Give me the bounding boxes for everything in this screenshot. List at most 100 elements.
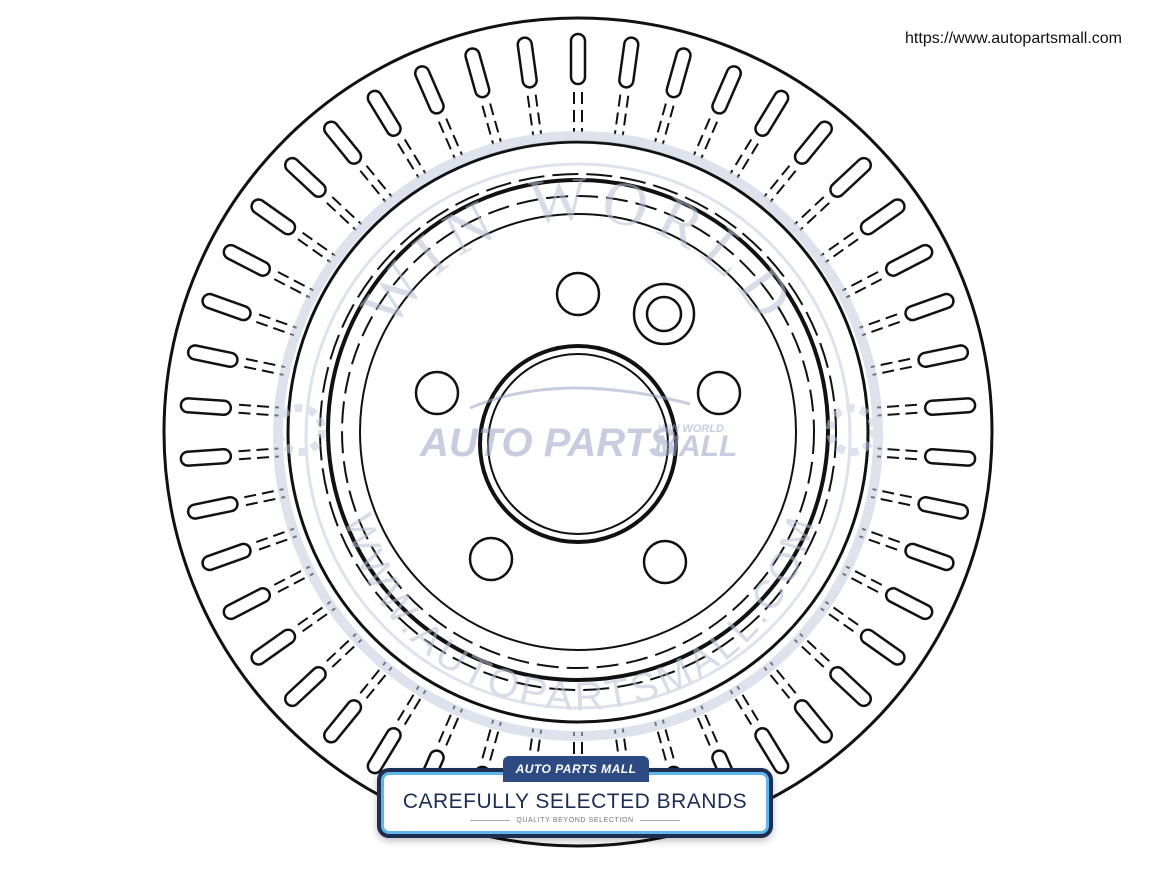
vent-slot <box>366 89 427 179</box>
vent-slot-outer <box>201 542 252 572</box>
vent-slot-outer <box>904 542 955 572</box>
vent-slot <box>729 685 790 775</box>
vent-slot-outer <box>859 198 906 236</box>
vent-slot-dash <box>238 411 279 417</box>
vent-slot <box>613 36 640 136</box>
vent-slot-dash <box>273 278 311 299</box>
vent-slot-dash <box>297 238 332 264</box>
vent-slot-dash <box>872 365 912 376</box>
vent-slot-outer <box>322 699 363 744</box>
vent-slot-dash <box>277 572 314 593</box>
vent-slot <box>464 47 502 145</box>
vent-slot-outer <box>516 36 538 89</box>
vent-slot-dash <box>824 238 859 264</box>
vent-slot <box>250 198 336 264</box>
vent-slot-dash <box>876 403 918 409</box>
vent-slot-dash <box>729 138 753 175</box>
vent-slot-outer <box>186 344 239 369</box>
vent-slot-dash <box>769 661 797 694</box>
vent-slot-dash <box>489 103 502 143</box>
vent-slot <box>222 565 314 621</box>
vent-slot-outer <box>179 397 233 417</box>
vent-slot-dash <box>870 357 911 369</box>
vent-slot-outer <box>917 495 970 520</box>
vent-slot-dash <box>700 121 719 159</box>
vent-slot-dash <box>489 721 502 761</box>
vent-slot-dash <box>273 565 311 586</box>
vent-slot <box>179 447 280 467</box>
vent-slot <box>870 488 970 520</box>
vent-slot-dash <box>859 313 898 329</box>
vent-slot-dash <box>238 455 280 461</box>
vent-slot-outer <box>618 36 640 89</box>
vent-slot-dash <box>729 689 753 726</box>
vent-slot-dash <box>870 495 911 507</box>
vent-slot-outer <box>186 495 239 520</box>
vent-slot <box>201 527 297 572</box>
vent-slot <box>413 65 464 159</box>
vent-slot <box>250 600 336 666</box>
vent-slot-outer <box>569 32 587 86</box>
vent-slot-outer <box>366 89 402 137</box>
vent-slot <box>876 397 977 417</box>
vent-slot-dash <box>876 455 918 461</box>
center-bore-inner <box>487 353 669 535</box>
vent-slot-outer <box>250 198 297 236</box>
vent-slot-dash <box>534 94 543 135</box>
vent-slot-dash <box>877 411 918 417</box>
vent-slot-dash <box>845 565 883 586</box>
vent-slot-dash <box>359 170 387 203</box>
vent-slot-dash <box>244 365 284 376</box>
vent-slot-dash <box>258 535 297 551</box>
vent-slot <box>876 447 977 467</box>
vent-slot <box>870 344 970 376</box>
vent-slot <box>859 292 955 337</box>
vent-slot-dash <box>861 320 901 337</box>
vent-slot-dash <box>763 666 791 699</box>
vent-slot <box>763 661 834 744</box>
vent-slot-outer <box>665 47 692 99</box>
gear-icon <box>826 404 878 456</box>
vent-slot-dash <box>700 705 719 743</box>
vent-slot-dash <box>397 143 420 179</box>
vent-slot-outer <box>413 65 445 115</box>
vent-slot-outer <box>917 344 970 369</box>
vent-slot-outer <box>754 89 790 137</box>
vent-slot-outer <box>201 292 252 322</box>
watermark-ring-inner <box>304 162 852 710</box>
vent-slot-dash <box>244 488 284 499</box>
vent-slot <box>793 156 873 231</box>
vent-slot-dash <box>661 719 675 759</box>
vent-slot-dash <box>331 638 363 668</box>
vent-slot-dash <box>359 661 387 694</box>
watermark-logo-main: AUTO PARTS <box>419 421 676 465</box>
bolt-hole <box>414 370 460 416</box>
vent-slot-outer <box>829 666 873 708</box>
vent-slot-dash <box>255 527 295 544</box>
vent-slot-dash <box>245 495 286 507</box>
vent-slots <box>179 32 977 832</box>
watermark-logo-small-top: WIN WORLD <box>658 423 724 435</box>
vent-slot-dash <box>799 202 830 231</box>
vent-slot-outer <box>884 587 934 621</box>
bolt-hole <box>555 271 601 317</box>
vent-slot-outer <box>859 628 906 666</box>
vent-slot-outer <box>793 699 834 744</box>
bolt-hole <box>642 539 688 585</box>
vent-slot <box>366 685 427 775</box>
vent-slot <box>322 661 393 744</box>
vent-slot-dash <box>445 118 464 156</box>
vent-slot-dash <box>481 105 495 145</box>
vent-slot-dash <box>763 165 791 198</box>
vent-slot-outer <box>711 65 743 115</box>
site-url: https://www.autopartsmall.com <box>905 30 1122 47</box>
vent-slot-dash <box>859 535 898 551</box>
vent-slot <box>186 488 286 520</box>
vent-slot-dash <box>824 600 859 626</box>
vent-slot <box>820 198 906 264</box>
vent-slot-dash <box>326 633 357 662</box>
vent-slot-dash <box>255 320 295 337</box>
banner-logo-tab: AUTO PARTS MALL <box>503 756 649 782</box>
vent-slot-outer <box>366 727 402 775</box>
